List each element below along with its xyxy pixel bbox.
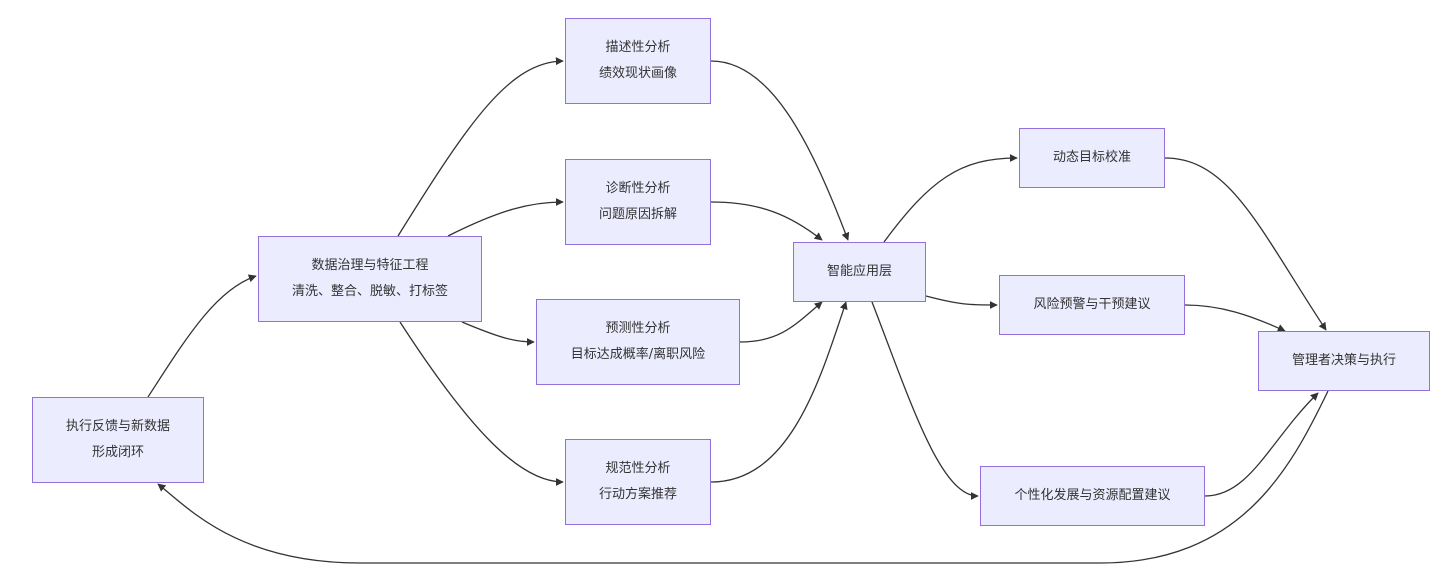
node-feedback-loop[interactable]: 执行反馈与新数据 形成闭环 bbox=[32, 397, 204, 483]
node-label-line: 管理者决策与执行 bbox=[1291, 353, 1396, 368]
node-prescriptive-analysis[interactable]: 规范性分析 行动方案推荐 bbox=[565, 439, 711, 525]
edge-governance-to-prescriptive bbox=[399, 321, 564, 486]
node-label-line: 问题原因拆解 bbox=[598, 207, 677, 222]
node-dynamic-target-calibration[interactable]: 动态目标校准 bbox=[1019, 128, 1165, 188]
edge-smart_layer-to-risk_warning bbox=[925, 295, 998, 309]
node-label-line: 动态目标校准 bbox=[1052, 150, 1131, 165]
edge-prescriptive-to-smart_layer bbox=[710, 301, 848, 483]
node-label-line: 行动方案推荐 bbox=[598, 487, 677, 502]
node-label-line: 绩效现状画像 bbox=[598, 66, 677, 81]
edge-smart_layer-to-target_calib bbox=[883, 154, 1018, 243]
node-label-line: 预测性分析 bbox=[605, 321, 671, 336]
edge-governance-to-predictive bbox=[461, 321, 535, 346]
node-label-line: 执行反馈与新数据 bbox=[65, 419, 170, 434]
node-label-line: 数据治理与特征工程 bbox=[311, 258, 429, 273]
node-label-line: 清洗、整合、脱敏、打标签 bbox=[291, 284, 448, 299]
edge-predictive-to-smart_layer bbox=[739, 301, 823, 343]
edge-diagnostic-to-smart_layer bbox=[710, 201, 823, 241]
node-label-line: 智能应用层 bbox=[826, 264, 892, 279]
edge-descriptive-to-smart_layer bbox=[710, 60, 850, 241]
node-label-line: 目标达成概率/离职风险 bbox=[570, 347, 706, 362]
node-label-line: 描述性分析 bbox=[605, 40, 671, 55]
edge-target_calib-to-manager_exec bbox=[1164, 157, 1327, 331]
edge-manager_exec-to-feedback bbox=[157, 390, 1329, 564]
node-label-line: 个性化发展与资源配置建议 bbox=[1014, 488, 1171, 503]
node-smart-application-layer[interactable]: 智能应用层 bbox=[793, 242, 926, 302]
node-risk-warning[interactable]: 风险预警与干预建议 bbox=[999, 275, 1185, 335]
edge-personal_dev-to-manager_exec bbox=[1204, 392, 1319, 497]
edge-feedback-to-governance bbox=[147, 274, 257, 398]
node-predictive-analysis[interactable]: 预测性分析 目标达成概率/离职风险 bbox=[536, 299, 740, 385]
node-data-governance[interactable]: 数据治理与特征工程 清洗、整合、脱敏、打标签 bbox=[258, 236, 482, 322]
node-manager-decision[interactable]: 管理者决策与执行 bbox=[1258, 331, 1430, 391]
edge-governance-to-descriptive bbox=[397, 57, 564, 237]
node-label-line: 规范性分析 bbox=[605, 461, 671, 476]
edge-governance-to-diagnostic bbox=[447, 198, 564, 237]
edge-risk_warning-to-manager_exec bbox=[1184, 304, 1286, 332]
edge-smart_layer-to-personal_dev bbox=[871, 301, 979, 500]
node-label-line: 风险预警与干预建议 bbox=[1033, 297, 1151, 312]
node-personal-development[interactable]: 个性化发展与资源配置建议 bbox=[980, 466, 1205, 526]
node-descriptive-analysis[interactable]: 描述性分析 绩效现状画像 bbox=[565, 18, 711, 104]
node-diagnostic-analysis[interactable]: 诊断性分析 问题原因拆解 bbox=[565, 159, 711, 245]
node-label-line: 形成闭环 bbox=[91, 445, 144, 460]
node-label-line: 诊断性分析 bbox=[605, 181, 671, 196]
